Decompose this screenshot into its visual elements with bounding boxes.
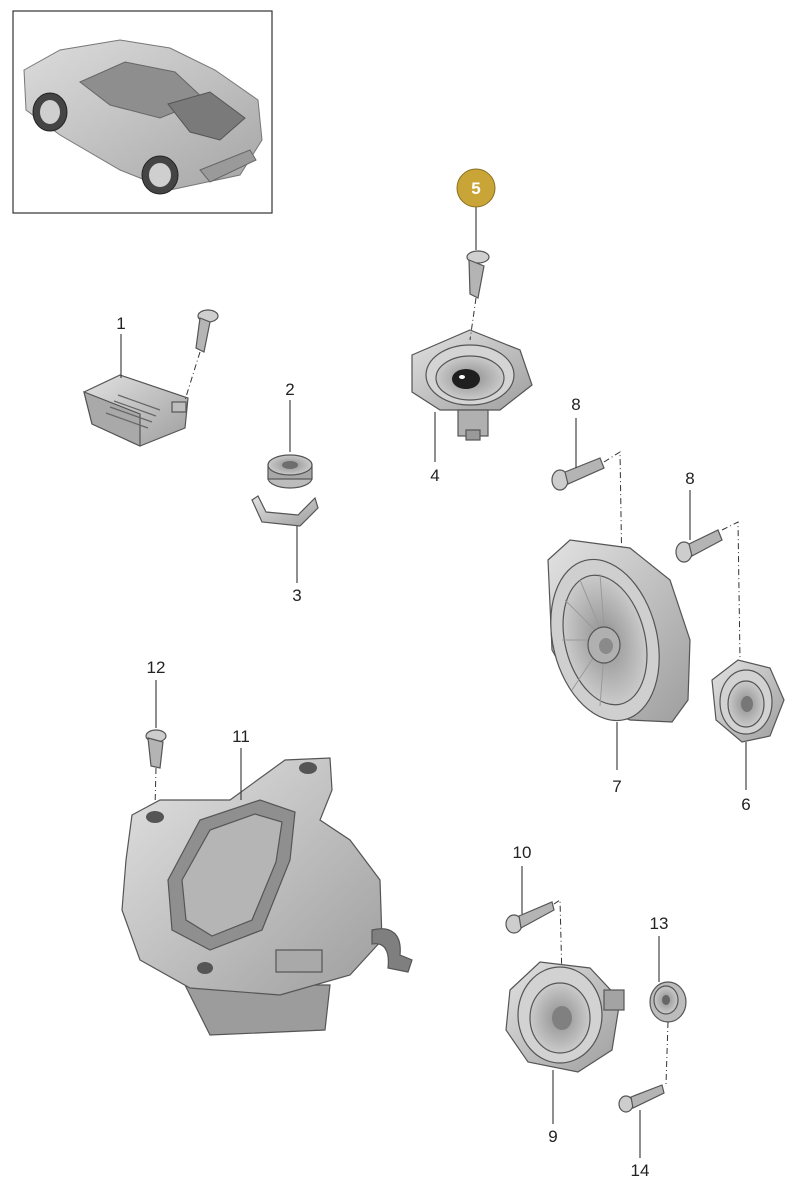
callout-12: 12	[147, 658, 166, 677]
part-9-speaker	[505, 961, 625, 1073]
part-8-bolt-b	[675, 529, 723, 563]
callout-6: 6	[741, 795, 750, 814]
callout-1: 1	[116, 314, 125, 333]
callout-labels: 1 2 3 4 6 7 8 8 9 10 11 12 13 14	[116, 314, 750, 1180]
callout-13: 13	[650, 914, 669, 933]
part-1-bolt	[195, 309, 219, 353]
car-illustration	[23, 39, 263, 195]
callout-8-upper: 8	[571, 395, 580, 414]
highlight-badge	[456, 168, 496, 208]
part-12-bolt	[145, 729, 167, 769]
part-10-screw	[505, 901, 555, 934]
part-1-control-module	[83, 374, 189, 447]
callout-9: 9	[548, 1127, 557, 1146]
part-8-bolt-a	[551, 457, 605, 491]
vehicle-thumbnail	[12, 10, 273, 214]
callout-11: 11	[232, 727, 250, 746]
part-5-bolt	[466, 250, 490, 299]
callout-14: 14	[631, 1161, 650, 1180]
part-2-tweeter	[267, 454, 313, 489]
callout-10: 10	[513, 843, 532, 862]
part-7-woofer	[547, 539, 691, 723]
part-3-bracket	[251, 495, 319, 527]
callout-7: 7	[612, 777, 621, 796]
callout-4: 4	[430, 466, 439, 485]
part-4-speaker	[411, 329, 533, 441]
leader-lines	[120, 207, 747, 1158]
callout-8-lower: 8	[685, 469, 694, 488]
part-11-subwoofer-housing	[121, 757, 413, 1036]
callout-2: 2	[285, 380, 294, 399]
callout-5: 5	[471, 179, 480, 198]
callout-5-highlighted[interactable]: 5	[456, 168, 496, 208]
part-6-speaker	[711, 659, 785, 743]
part-14-screw	[618, 1084, 665, 1113]
callout-3: 3	[292, 586, 301, 605]
part-13-tweeter	[649, 981, 687, 1023]
